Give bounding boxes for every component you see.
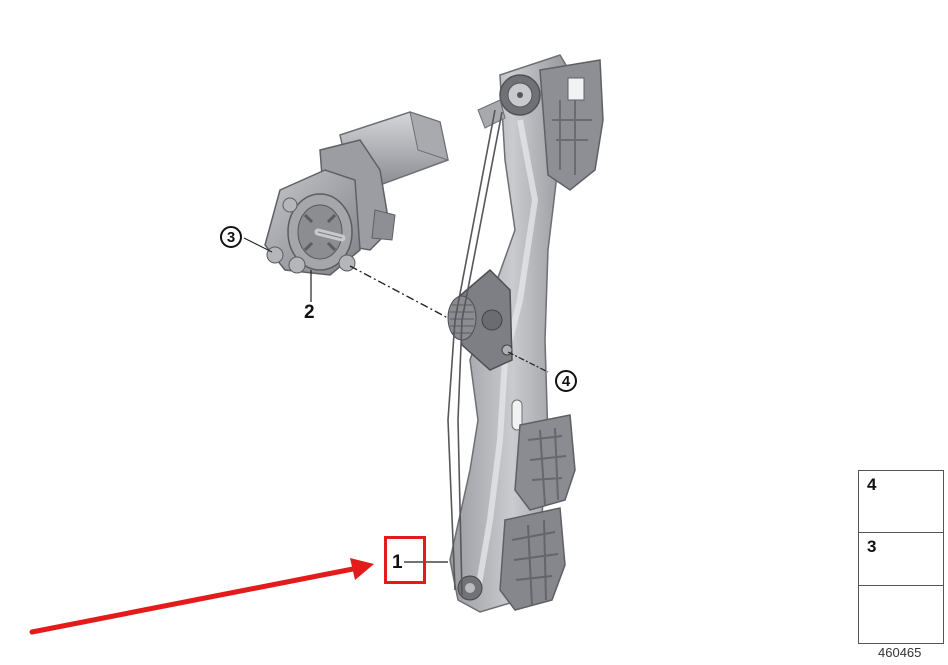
window-motor-part — [264, 111, 449, 276]
leader-line-4 — [507, 351, 549, 373]
legend-item-screw[interactable]: 4 — [859, 471, 943, 533]
callout-4-label: 4 — [561, 372, 571, 390]
assembly-line — [349, 265, 449, 319]
legend-number: 3 — [867, 537, 877, 556]
leader-line-3 — [243, 237, 273, 253]
callout-3-label: 3 — [226, 228, 236, 246]
callout-2[interactable]: 2 — [304, 302, 315, 324]
hardware-legend: 4 3 — [858, 470, 944, 644]
callout-4[interactable]: 4 — [555, 370, 577, 392]
callout-2-label: 2 — [304, 302, 315, 323]
window-regulator-part — [447, 54, 604, 613]
callout-1-label: 1 — [392, 552, 403, 573]
highlight-box-part-1 — [384, 536, 426, 584]
legend-number: 4 — [867, 475, 877, 494]
diagram-id: 460465 — [878, 645, 922, 660]
legend-item-flange-nut[interactable]: 3 — [859, 533, 943, 586]
annotation-arrow — [29, 558, 374, 635]
legend-item-direction — [859, 586, 943, 643]
top-pulley — [499, 74, 541, 116]
callout-3[interactable]: 3 — [220, 226, 242, 248]
callout-1[interactable]: 1 — [392, 552, 403, 574]
cable-drum — [447, 268, 513, 371]
